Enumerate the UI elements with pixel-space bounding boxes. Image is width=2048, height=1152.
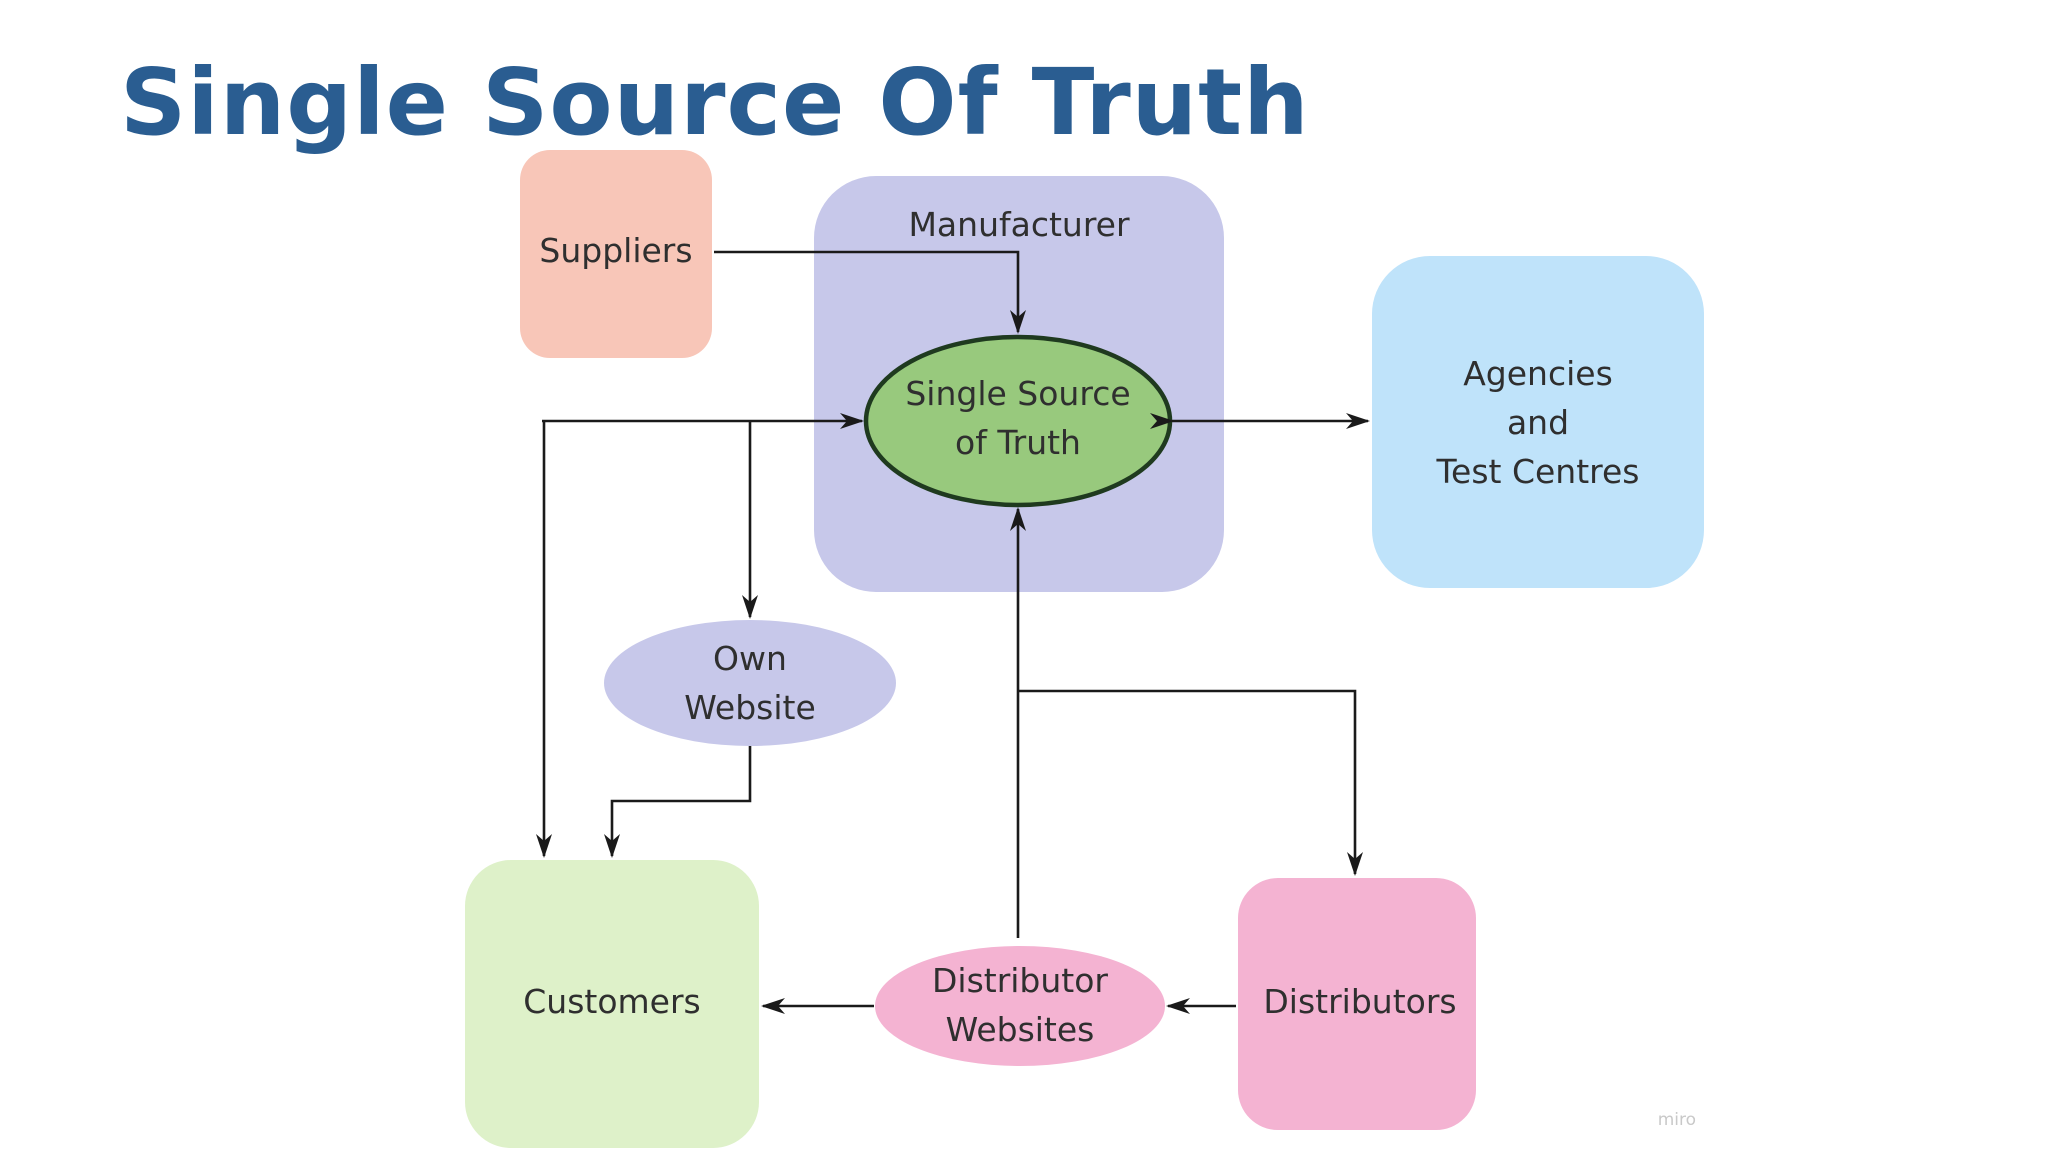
own-website-label-1: Own (713, 639, 787, 678)
agencies-label-2: and (1507, 403, 1569, 442)
suppliers-box (520, 150, 712, 358)
suppliers-label: Suppliers (539, 231, 692, 270)
own-website-ellipse (604, 620, 896, 746)
ssot-ellipse (863, 334, 1173, 508)
agencies-label-3: Test Centres (1435, 452, 1639, 491)
distributors-label: Distributors (1263, 982, 1456, 1021)
miro-watermark: miro (1658, 1110, 1696, 1130)
agencies-label-1: Agencies (1463, 354, 1613, 393)
customers-box (465, 860, 759, 1148)
ssot-label-2: of Truth (955, 423, 1081, 462)
own-website-label-2: Website (684, 688, 816, 727)
edge-suppliers-to-ssot (714, 250, 1026, 334)
distributor-websites-label-1: Distributor (932, 961, 1108, 1000)
ssot-label-1: Single Source (905, 374, 1130, 413)
distributor-websites-ellipse (875, 946, 1165, 1066)
distributors-box (1238, 878, 1476, 1130)
agencies-box (1372, 256, 1704, 588)
customers-label: Customers (523, 982, 701, 1021)
page-title: Single Source Of Truth (120, 49, 1310, 156)
manufacturer-label: Manufacturer (908, 205, 1130, 244)
distributor-websites-label-2: Websites (946, 1010, 1095, 1049)
edge-own-website-to-customers (604, 746, 752, 858)
edge-to-distributors (1018, 689, 1363, 876)
